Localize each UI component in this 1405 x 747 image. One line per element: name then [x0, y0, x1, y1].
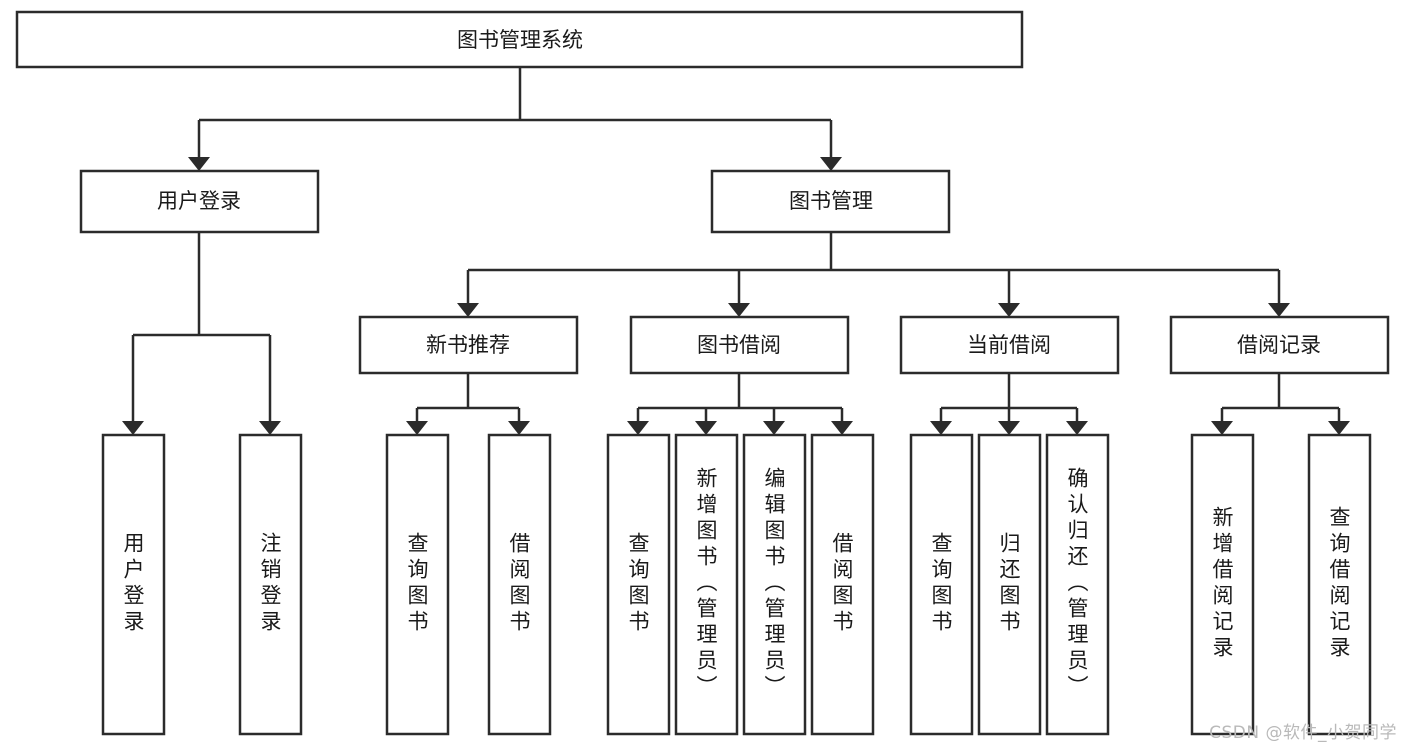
node-leaf-borrow-book-1[interactable]: 借阅图书	[487, 433, 552, 736]
node-leaf-logout-login[interactable]: 注销登录	[238, 433, 303, 736]
node-leaf-edit-book-box[interactable]	[742, 433, 807, 736]
node-leaf-add-book-label: 新增图书（管理员）	[694, 467, 718, 701]
node-new-book-recommend-box[interactable]	[358, 315, 579, 375]
node-leaf-edit-book-label: 编辑图书（管理员）	[762, 467, 786, 701]
node-leaf-add-book-box[interactable]	[674, 433, 739, 736]
node-leaf-query-record[interactable]: 查询借阅记录	[1307, 433, 1372, 736]
node-leaf-borrow-book-2-label: 借阅图书	[830, 532, 854, 636]
node-user-login[interactable]: 用户登录	[79, 169, 320, 234]
node-leaf-confirm-return[interactable]: 确认归还（管理员）	[1045, 433, 1110, 736]
node-book-borrow-label: 图书借阅	[697, 333, 781, 357]
node-leaf-query-book-3[interactable]: 查询图书	[909, 433, 974, 736]
node-leaf-add-book[interactable]: 新增图书（管理员）	[674, 433, 739, 736]
node-leaf-query-book-2-label: 查询图书	[626, 532, 650, 636]
node-borrow-record[interactable]: 借阅记录	[1169, 315, 1390, 375]
node-book-manage-label: 图书管理	[789, 189, 873, 213]
node-book-borrow-box[interactable]	[629, 315, 850, 375]
node-leaf-query-record-box[interactable]	[1307, 433, 1372, 736]
node-leaf-query-book-2-box[interactable]	[606, 433, 671, 736]
node-user-login-box[interactable]	[79, 169, 320, 234]
node-root-box[interactable]	[15, 10, 1024, 69]
node-borrow-record-box[interactable]	[1169, 315, 1390, 375]
node-leaf-query-book-1-box[interactable]	[385, 433, 450, 736]
node-leaf-confirm-return-box[interactable]	[1045, 433, 1110, 736]
node-leaf-query-book-3-box[interactable]	[909, 433, 974, 736]
node-leaf-user-login[interactable]: 用户登录	[101, 433, 166, 736]
node-leaf-query-book-1[interactable]: 查询图书	[385, 433, 450, 736]
node-leaf-return-book-box[interactable]	[977, 433, 1042, 736]
node-book-manage-box[interactable]	[710, 169, 951, 234]
node-leaf-user-login-box[interactable]	[101, 433, 166, 736]
node-current-borrow[interactable]: 当前借阅	[899, 315, 1120, 375]
node-current-borrow-label: 当前借阅	[967, 333, 1051, 357]
node-current-borrow-box[interactable]	[899, 315, 1120, 375]
node-leaf-borrow-book-2-box[interactable]	[810, 433, 875, 736]
node-leaf-query-book-3-label: 查询图书	[929, 532, 953, 636]
node-book-borrow[interactable]: 图书借阅	[629, 315, 850, 375]
node-leaf-logout-login-box[interactable]	[238, 433, 303, 736]
node-leaf-borrow-book-1-label: 借阅图书	[507, 532, 531, 636]
node-root-label: 图书管理系统	[457, 28, 583, 52]
node-leaf-return-book-label: 归还图书	[997, 532, 1021, 636]
node-leaf-borrow-book-2[interactable]: 借阅图书	[810, 433, 875, 736]
node-leaf-query-book-2[interactable]: 查询图书	[606, 433, 671, 736]
node-leaf-add-record[interactable]: 新增借阅记录	[1190, 433, 1255, 736]
node-leaf-confirm-return-label: 确认归还（管理员）	[1065, 467, 1089, 701]
node-leaf-edit-book[interactable]: 编辑图书（管理员）	[742, 433, 807, 736]
node-leaf-return-book[interactable]: 归还图书	[977, 433, 1042, 736]
node-new-book-recommend-label: 新书推荐	[426, 333, 510, 357]
node-leaf-user-login-label: 用户登录	[121, 532, 145, 636]
node-user-login-label: 用户登录	[157, 189, 241, 213]
node-book-manage[interactable]: 图书管理	[710, 169, 951, 234]
node-leaf-add-record-label: 新增借阅记录	[1210, 506, 1234, 662]
node-borrow-record-label: 借阅记录	[1237, 333, 1321, 357]
node-new-book-recommend[interactable]: 新书推荐	[358, 315, 579, 375]
node-leaf-query-record-label: 查询借阅记录	[1327, 506, 1351, 662]
node-leaf-query-book-1-label: 查询图书	[405, 532, 429, 636]
node-leaf-borrow-book-1-box[interactable]	[487, 433, 552, 736]
node-root[interactable]: 图书管理系统	[15, 10, 1024, 69]
node-leaf-add-record-box[interactable]	[1190, 433, 1255, 736]
node-leaf-logout-login-label: 注销登录	[258, 532, 282, 636]
connectors	[122, 67, 1350, 435]
